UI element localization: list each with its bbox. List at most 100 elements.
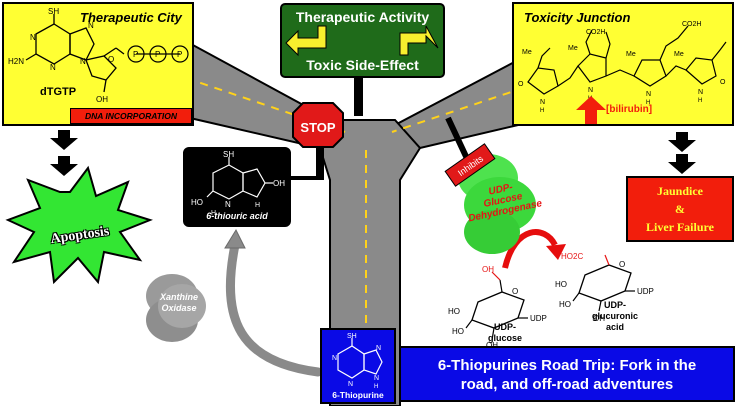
red-up-arrow-icon	[576, 96, 606, 124]
stop-sign-pole	[318, 140, 324, 180]
udp-glucose-structure: OH O HO HO OH UDP	[448, 265, 547, 350]
thiopurine-atom-n1: N	[332, 355, 337, 362]
udp-glucuronic-line-2: glucuronic	[591, 311, 638, 321]
udp-glucose-line-2: glucose	[487, 333, 522, 343]
sign-pole	[354, 76, 363, 116]
udp-glucuronic-label: UDP- glucuronic acid	[580, 300, 650, 333]
glucose-atom-oh-red: OH	[482, 265, 494, 274]
thiopurine-label: 6-Thiopurine	[332, 390, 384, 400]
dtgtp-atom-n7: N	[88, 21, 94, 30]
glucuronic-atom-oh: OH	[593, 314, 605, 323]
toxicity-junction-title: Toxicity Junction	[524, 10, 631, 25]
bilirubin-me-1: Me	[522, 49, 532, 56]
bilirubin-n-2: N	[588, 87, 593, 94]
thiopurine-atom-n2: N	[348, 381, 353, 388]
thiouric-acid-card: SH N HO OH H H 6-thiouric acid	[183, 147, 291, 227]
jaundice-line-3: Liver Failure	[646, 220, 714, 234]
bilirubin-co2h-1: CO2H	[586, 29, 605, 36]
thiouric-atom-h1: H	[211, 210, 216, 217]
thiopurine-structure: SH N N N N H	[332, 333, 383, 390]
therapeutic-city-box: Therapeutic City SH N N H2N N N O OH	[2, 2, 194, 126]
dtgtp-label: dTGTP	[40, 86, 77, 98]
sign-bottom-label: Toxic Side-Effect	[306, 57, 419, 73]
thiopurine-atom-n3: N	[376, 345, 381, 352]
stop-sign-octagon	[292, 102, 344, 148]
title-banner-line-1: 6-Thiopurines Road Trip: Fork in the	[437, 357, 697, 374]
glucuronic-atom-ho-2: HO	[559, 300, 571, 309]
xanthine-oxidase-label: Xanthine Oxidase	[148, 292, 210, 314]
thiouric-structure: SH N HO OH H H	[191, 150, 285, 217]
dna-incorporation-text: DNA INCORPORATION	[84, 111, 178, 121]
xanthine-line-2: Oxidase	[161, 303, 197, 313]
thiopurine-atom-n4: N	[374, 375, 379, 382]
udp-glucose-line-1: UDP-	[494, 322, 516, 332]
apoptosis-burst	[5, 165, 153, 285]
bilirubin-h-4: H	[698, 98, 702, 104]
toxicity-junction-box: Toxicity Junction CO2H CO2H Me Me Me Me …	[512, 2, 734, 126]
bilirubin-me-4: Me	[674, 51, 684, 58]
red-conversion-arrow	[502, 229, 558, 269]
arrow-to-thiouric-head	[224, 228, 246, 249]
bilirubin-o-left: O	[518, 81, 524, 88]
thiouric-connector	[290, 148, 320, 180]
bilirubin-h-1: H	[540, 108, 544, 114]
dtgtp-atom-o: O	[108, 55, 114, 64]
bilirubin-structure: CO2H CO2H Me Me Me Me N N N N H H H H O …	[518, 21, 727, 114]
glucuronic-atom-udp: UDP	[637, 287, 654, 296]
jaundice-card: Jaundice & Liver Failure	[626, 176, 734, 242]
udp-glucuronic-line-3: acid	[605, 322, 624, 332]
thiouric-atom-ho: HO	[191, 198, 203, 207]
glucuronic-atom-o: O	[619, 260, 625, 269]
phosphate-1: P	[133, 50, 138, 59]
thiouric-atom-h2: H	[255, 202, 260, 209]
dtgtp-atom-n3: N	[50, 63, 56, 72]
glucuronic-atom-ho-1: HO	[555, 280, 567, 289]
xanthine-line-1: Xanthine	[159, 292, 198, 302]
direction-sign: Therapeutic Activity Toxic Side-Effect	[280, 3, 445, 78]
dtgtp-atom-n1: N	[30, 33, 36, 42]
udp-glucuronic-structure: HO2C O HO HO OH UDP	[555, 252, 654, 323]
udp-glucuronic-line-1: UDP-	[604, 300, 626, 310]
bilirubin-label: [bilirubin]	[606, 104, 653, 115]
inhibits-tag	[444, 143, 496, 187]
jaundice-line-2: &	[675, 202, 685, 216]
therapeutic-city-title: Therapeutic City	[80, 10, 182, 25]
thiopurine-atom-sh: SH	[347, 333, 357, 340]
dtgtp-atom-sh: SH	[48, 7, 59, 16]
glucose-atom-o: O	[512, 287, 518, 296]
lane-line-right	[391, 77, 554, 133]
bilirubin-me-2: Me	[568, 45, 578, 52]
udp-glucose-label: UDP- glucose	[480, 322, 530, 344]
arrow-to-thiouric	[225, 240, 323, 377]
title-banner-line-2: road, and off-road adventures	[460, 376, 674, 393]
dtgtp-atom-h2n: H2N	[8, 57, 24, 66]
glucose-atom-ho-1: HO	[448, 307, 460, 316]
thiopurine-card: SH N N N N H 6-Thiopurine	[320, 328, 396, 404]
dtgtp-structure: SH N N H2N N N O OH P P P	[8, 7, 189, 104]
bilirubin-co2h-2: CO2H	[682, 21, 701, 28]
thiouric-label: 6-thiouric acid	[206, 211, 268, 221]
glucose-atom-oh: OH	[486, 341, 498, 350]
dna-incorporation-banner: DNA INCORPORATION	[70, 108, 192, 124]
glucuronic-atom-co2h: HO2C	[561, 252, 583, 261]
arrow-down-therapeutic	[50, 130, 78, 176]
red-conversion-arrow-head	[546, 244, 566, 260]
bilirubin-me-3: Me	[626, 51, 636, 58]
dtgtp-atom-oh: OH	[96, 95, 108, 104]
bilirubin-n-4: N	[698, 89, 703, 96]
thiouric-atom-sh: SH	[223, 150, 234, 159]
thiouric-atom-oh: OH	[273, 179, 285, 188]
bilirubin-h-3: H	[646, 100, 650, 106]
udp-enzyme-blob	[458, 154, 536, 254]
arrow-down-toxicity	[668, 132, 696, 174]
bilirubin-o-right: O	[720, 79, 726, 86]
dtgtp-atom-n9: N	[80, 57, 86, 66]
jaundice-line-1: Jaundice	[656, 184, 703, 198]
thiopurine-atom-h: H	[374, 384, 378, 390]
sign-top-label: Therapeutic Activity	[295, 9, 430, 25]
bilirubin-n-3: N	[646, 91, 651, 98]
glucose-atom-ho-2: HO	[452, 327, 464, 336]
xanthine-oxidase-blob	[146, 274, 206, 342]
phosphate-2: P	[155, 50, 160, 59]
